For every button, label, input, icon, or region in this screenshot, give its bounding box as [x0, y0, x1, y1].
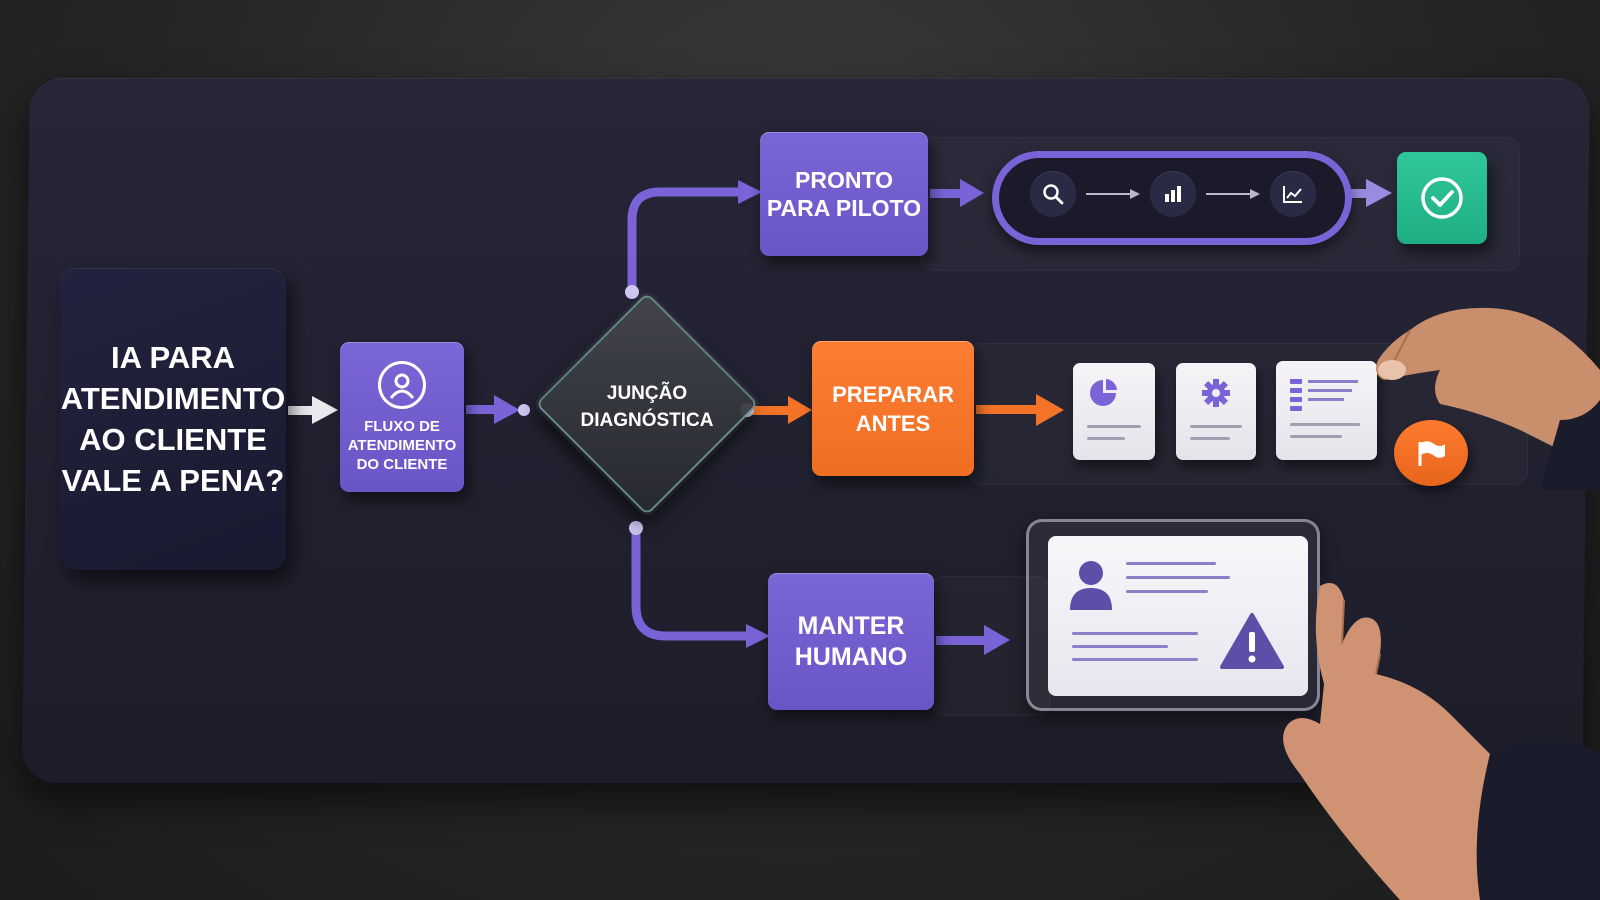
human-label: MANTER	[797, 611, 905, 640]
title-line: IA PARA	[111, 340, 235, 375]
junction-label-line: JUNÇÃO	[606, 383, 688, 404]
flag-icon	[1394, 420, 1468, 486]
bar-chart-icon	[1150, 171, 1196, 217]
profile-warning-card	[1048, 536, 1308, 696]
pilot-ready-node[interactable]: PRONTO PARA PILOTO	[760, 132, 928, 256]
prepare-first-node[interactable]: PREPARAR ANTES	[812, 341, 974, 476]
hand-bottom-right	[1283, 583, 1600, 900]
flow-node-label: FLUXO DE	[364, 417, 440, 435]
pie-report-card	[1073, 363, 1155, 460]
pie-chart-icon	[1090, 379, 1117, 406]
arrow-right-icon	[1206, 189, 1260, 199]
list-icon	[1290, 379, 1358, 411]
prepare-label: PREPARAR	[832, 381, 954, 407]
junction-label: JUNÇÃO DIAGNÓSTICA	[560, 380, 734, 434]
junction-label-line: DIAGNÓSTICA	[580, 410, 714, 431]
pilot-label: PARA PILOTO	[766, 195, 922, 221]
user-icon	[1070, 561, 1112, 610]
gear-icon	[1202, 379, 1230, 407]
keep-human-node[interactable]: MANTER HUMANO	[768, 573, 934, 710]
flow-node-label: ATENDIMENTO	[347, 436, 457, 454]
hand-top-right	[1376, 307, 1600, 490]
title-card: IA PARA ATENDIMENTO AO CLIENTE VALE A PE…	[60, 268, 286, 570]
arrow-right-icon	[1086, 189, 1140, 199]
title-line: AO CLIENTE	[79, 422, 267, 457]
pilot-label: PRONTO	[795, 167, 893, 193]
warning-icon	[1220, 613, 1284, 669]
prepare-label: ANTES	[855, 410, 931, 436]
title-line: ATENDIMENTO	[60, 381, 286, 416]
search-icon	[1030, 171, 1076, 217]
checklist-card	[1276, 361, 1377, 460]
line-chart-icon	[1270, 171, 1316, 217]
flow-node-label: DO CLIENTE	[356, 455, 448, 473]
settings-card	[1176, 363, 1256, 460]
title-line: VALE A PENA?	[61, 463, 285, 498]
title-text: IA PARA ATENDIMENTO AO CLIENTE VALE A PE…	[61, 337, 285, 501]
user-icon	[378, 360, 426, 409]
human-label: HUMANO	[794, 642, 908, 671]
check-icon	[1397, 152, 1487, 244]
customer-flow-node[interactable]: FLUXO DE ATENDIMENTO DO CLIENTE	[340, 342, 464, 492]
